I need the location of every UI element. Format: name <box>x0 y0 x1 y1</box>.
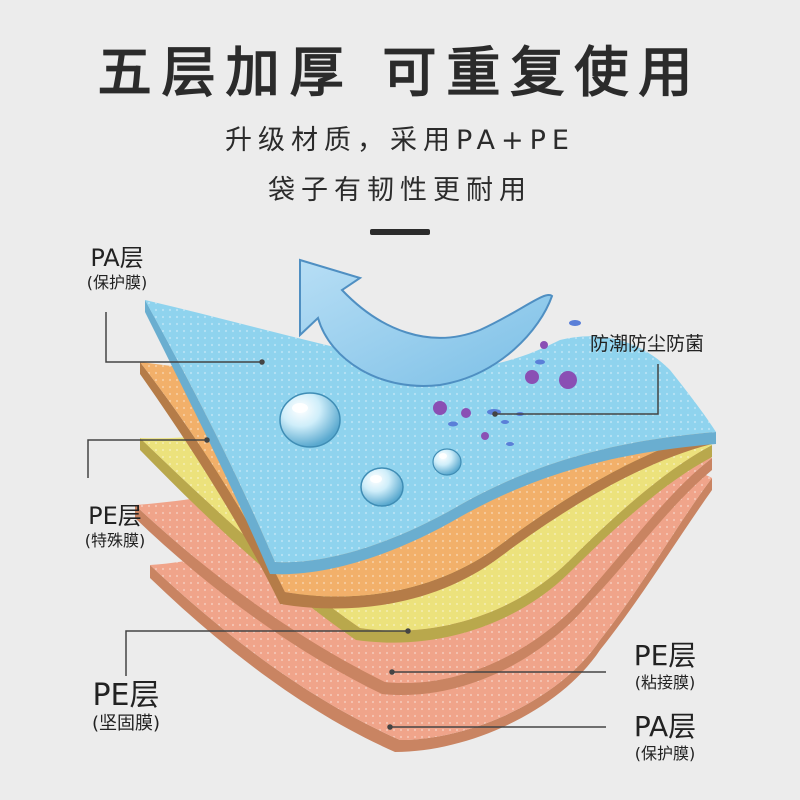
label-title: PA层 <box>633 710 697 743</box>
label-title: PA层 <box>90 244 144 272</box>
subtitle-line-2: 袋子有韧性更耐用 <box>268 175 532 206</box>
label-pe-adhesive-layer: PE层 (粘接膜) <box>610 640 720 694</box>
subtitle-line-1: 升级材质，采用PA+PE <box>225 125 575 156</box>
virus-icon <box>433 341 577 440</box>
peel-arrow-icon <box>299 258 554 387</box>
label-pe-firm-layer: PE层 (坚固膜) <box>66 679 186 735</box>
label-subtitle: (特殊膜) <box>84 531 146 550</box>
label-subtitle: (保护膜) <box>86 273 148 292</box>
leader-line-top-pa <box>105 312 262 363</box>
water-droplet-icon <box>432 448 462 476</box>
label-title: PE层 <box>92 678 160 713</box>
water-droplet-icon <box>360 467 404 507</box>
label-bottom-pa-layer: PA层 (保护膜) <box>610 711 720 765</box>
divider-bar <box>370 229 430 235</box>
label-pe-special-layer: PE层 (特殊膜) <box>60 502 170 552</box>
leader-lines <box>87 312 659 730</box>
leader-line-pe-firm <box>125 630 408 676</box>
label-protection-features: 防潮防尘防菌 <box>590 333 705 355</box>
label-top-pa-layer: PA层 (保护膜) <box>62 244 172 294</box>
water-droplet-icon <box>279 392 341 448</box>
label-subtitle: (坚固膜) <box>91 713 161 734</box>
leader-line-pe-special <box>87 439 207 478</box>
layer-pa-top <box>145 300 716 575</box>
leader-line-protection <box>495 364 659 415</box>
label-title: PE层 <box>633 639 697 672</box>
label-subtitle: (粘接膜) <box>634 673 696 692</box>
label-title: PE层 <box>88 502 142 530</box>
headline: 五层加厚 可重复使用 <box>97 41 703 104</box>
label-subtitle: (保护膜) <box>634 744 696 763</box>
